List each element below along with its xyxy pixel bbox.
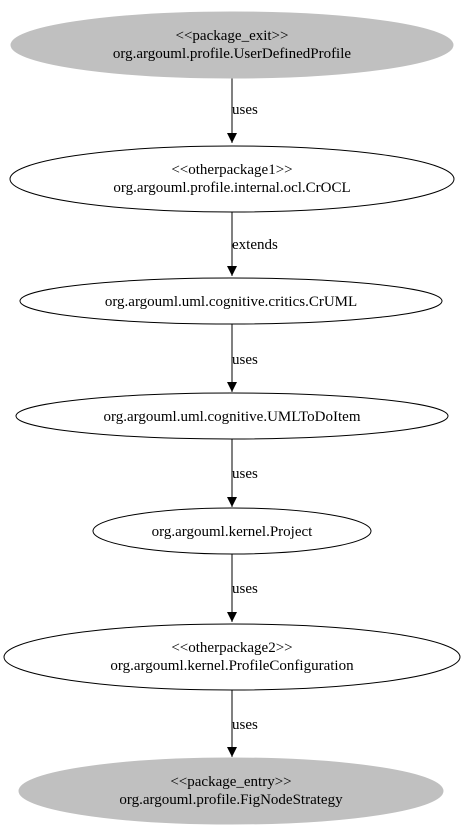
node-class-name: org.argouml.profile.internal.ocl.CrOCL	[113, 180, 350, 196]
edge-label: uses	[232, 352, 258, 368]
node-project: org.argouml.kernel.Project	[92, 507, 372, 555]
node-ellipse	[10, 11, 454, 79]
node-ellipse	[92, 507, 372, 555]
node-stereotype: <<package_entry>>	[170, 774, 291, 790]
node-class-name: org.argouml.kernel.ProfileConfiguration	[110, 658, 354, 674]
node-user-defined-profile: <<package_exit>> org.argouml.profile.Use…	[10, 11, 454, 79]
edge-label: extends	[232, 237, 278, 253]
node-cr-uml: org.argouml.uml.cognitive.critics.CrUML	[19, 277, 443, 325]
edge-uses-1: uses	[227, 77, 258, 143]
node-class-name: org.argouml.uml.cognitive.critics.CrUML	[105, 294, 357, 310]
node-cr-ocl: <<otherpackage1>> org.argouml.profile.in…	[9, 145, 455, 213]
edge-label: uses	[232, 717, 258, 733]
node-uml-todo-item: org.argouml.uml.cognitive.UMLToDoItem	[15, 392, 449, 440]
node-stereotype: <<package_exit>>	[176, 28, 289, 44]
edge-uses-4: uses	[227, 553, 258, 622]
edge-uses-5: uses	[227, 690, 258, 757]
edge-label: uses	[232, 102, 258, 118]
node-ellipse	[9, 145, 455, 213]
edge-uses-2: uses	[227, 323, 258, 392]
edge-extends: extends	[227, 212, 278, 276]
node-stereotype: <<otherpackage1>>	[171, 162, 292, 178]
node-ellipse	[15, 392, 449, 440]
node-class-name: org.argouml.uml.cognitive.UMLToDoItem	[104, 409, 361, 425]
edge-uses-3: uses	[227, 438, 258, 507]
node-stereotype: <<otherpackage2>>	[171, 640, 292, 656]
node-class-name: org.argouml.kernel.Project	[152, 524, 313, 540]
node-ellipse	[3, 623, 461, 691]
edge-label: uses	[232, 466, 258, 482]
node-class-name: org.argouml.profile.UserDefinedProfile	[113, 46, 351, 62]
node-fig-node-strategy: <<package_entry>> org.argouml.profile.Fi…	[18, 757, 444, 825]
edge-label: uses	[232, 581, 258, 597]
node-profile-configuration: <<otherpackage2>> org.argouml.kernel.Pro…	[3, 623, 461, 691]
node-class-name: org.argouml.profile.FigNodeStrategy	[119, 792, 343, 808]
node-ellipse	[19, 277, 443, 325]
node-ellipse	[18, 757, 444, 825]
